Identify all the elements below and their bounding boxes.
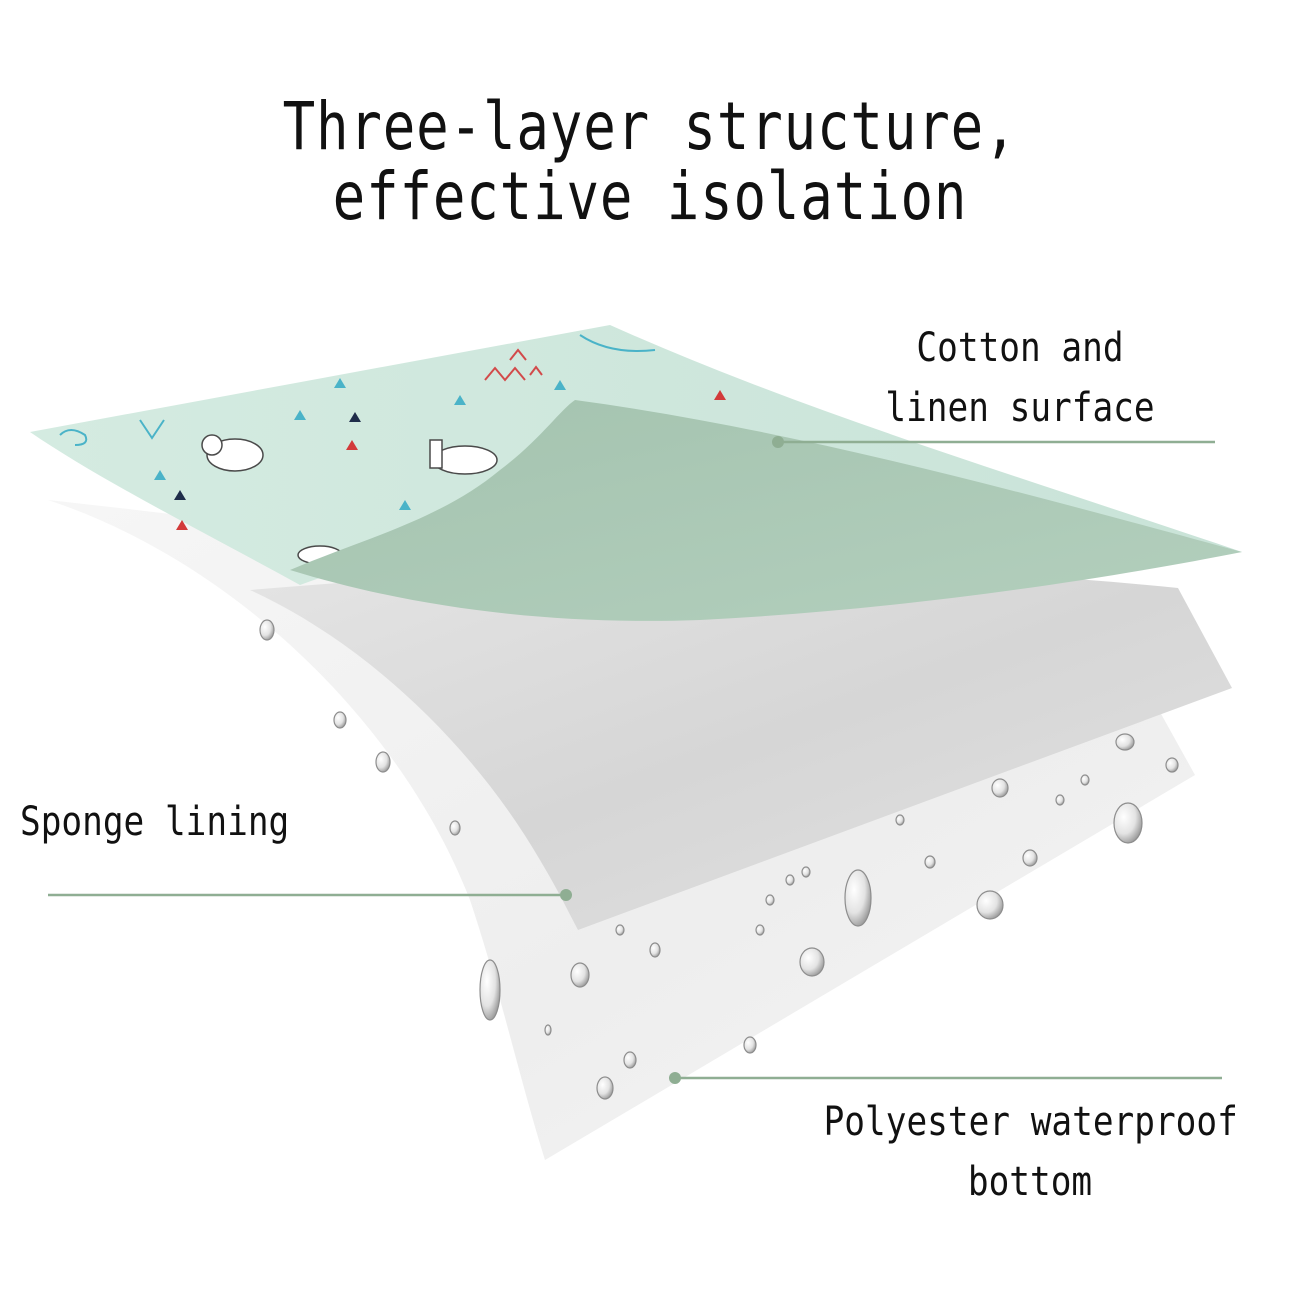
sponge-layer <box>250 567 1232 930</box>
label-cotton-line-1: Cotton and <box>916 325 1124 371</box>
label-cotton-linen-surface: Cotton and linen surface <box>882 318 1157 438</box>
fabric-pattern <box>59 334 1061 565</box>
label-sponge-line-1: Sponge lining <box>20 799 290 845</box>
page-title: Three-layer structure, effective isolati… <box>117 92 1183 232</box>
title-line-2: effective isolation <box>332 158 968 235</box>
cotton-underside <box>290 400 1242 621</box>
leader-dot-sponge <box>560 889 572 901</box>
water-drops <box>259 619 1179 1100</box>
label-cotton-line-2: linen surface <box>885 385 1155 431</box>
title-line-1: Three-layer structure, <box>282 88 1018 165</box>
label-sponge-lining: Sponge lining <box>20 792 290 852</box>
leader-lines <box>48 436 1222 1084</box>
label-poly-line-1: Polyester waterproof <box>823 1099 1238 1145</box>
label-polyester-bottom: Polyester waterproof bottom <box>823 1092 1238 1212</box>
leader-dot-cotton <box>772 436 784 448</box>
leader-dot-poly <box>669 1072 681 1084</box>
label-poly-line-2: bottom <box>967 1159 1093 1205</box>
